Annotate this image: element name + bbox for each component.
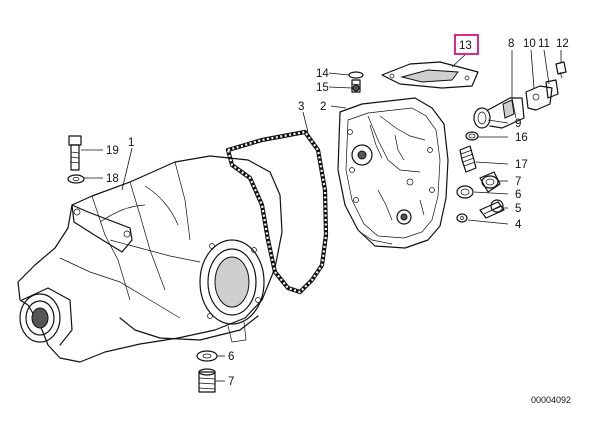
callout-number: 7: [228, 376, 234, 388]
callout-14: 14: [316, 68, 329, 80]
callout-number: 14: [316, 68, 329, 80]
highlight-box: [454, 34, 479, 55]
plug-17: [459, 145, 477, 173]
washer-18: [67, 174, 85, 184]
callout-7-right: 7: [515, 176, 521, 188]
callout-number: 7: [515, 176, 521, 188]
washer-6-bottom: [196, 350, 218, 362]
callout-6-bottom: 6: [228, 351, 234, 363]
bolt-19: [68, 135, 82, 171]
callout-4: 4: [515, 219, 522, 231]
callout-number: 13: [459, 40, 472, 52]
callout-number: 3: [298, 101, 304, 113]
callout-1: 1: [128, 137, 134, 149]
callout-number: 6: [228, 351, 234, 363]
washer-4: [456, 213, 468, 223]
callout-17: 17: [515, 159, 528, 171]
callout-number: 11: [538, 38, 550, 50]
callout-number: 8: [508, 38, 514, 50]
callout-9: 9: [515, 118, 521, 130]
callout-number: 18: [106, 173, 119, 185]
callout-7-bottom: 7: [228, 376, 234, 388]
plug-7-bottom: [198, 368, 216, 393]
callout-2: 2: [320, 101, 326, 113]
callout-8: 8: [508, 38, 514, 50]
callout-12: 12: [556, 38, 569, 50]
bolt-5: [479, 199, 505, 219]
callout-number: 19: [106, 145, 119, 157]
callout-3: 3: [298, 101, 304, 113]
callout-number: 9: [515, 118, 521, 130]
washer-6-right: [456, 185, 474, 199]
callout-number: 16: [515, 132, 528, 144]
callout-5: 5: [515, 203, 521, 215]
callout-10: 10: [523, 38, 536, 50]
callout-15: 15: [316, 82, 329, 94]
bolt-14-15: [348, 71, 364, 93]
callout-6-right: 6: [515, 189, 521, 201]
rear-cover: [337, 97, 449, 249]
callout-11: 11: [538, 38, 550, 50]
seal-ring-16: [465, 131, 479, 141]
differential-housing: [17, 155, 283, 363]
callout-number: 17: [515, 159, 528, 171]
callout-number: 12: [556, 38, 569, 50]
callout-number: 5: [515, 203, 521, 215]
callout-number: 10: [523, 38, 536, 50]
callout-number: 1: [128, 137, 134, 149]
leader-lines: [81, 49, 562, 382]
callout-13-highlighted: 13: [454, 34, 479, 55]
callout-number: 4: [515, 219, 522, 231]
reference-number: 00004092: [531, 395, 571, 405]
callout-number: 2: [320, 101, 326, 113]
callout-18: 18: [106, 173, 119, 185]
callout-16: 16: [515, 132, 528, 144]
plug-7-right: [479, 171, 501, 193]
callout-number: 6: [515, 189, 521, 201]
callout-number: 15: [316, 82, 329, 94]
callout-19: 19: [106, 145, 119, 157]
cover-gasket: [225, 129, 329, 295]
cover-plate: [381, 61, 479, 89]
